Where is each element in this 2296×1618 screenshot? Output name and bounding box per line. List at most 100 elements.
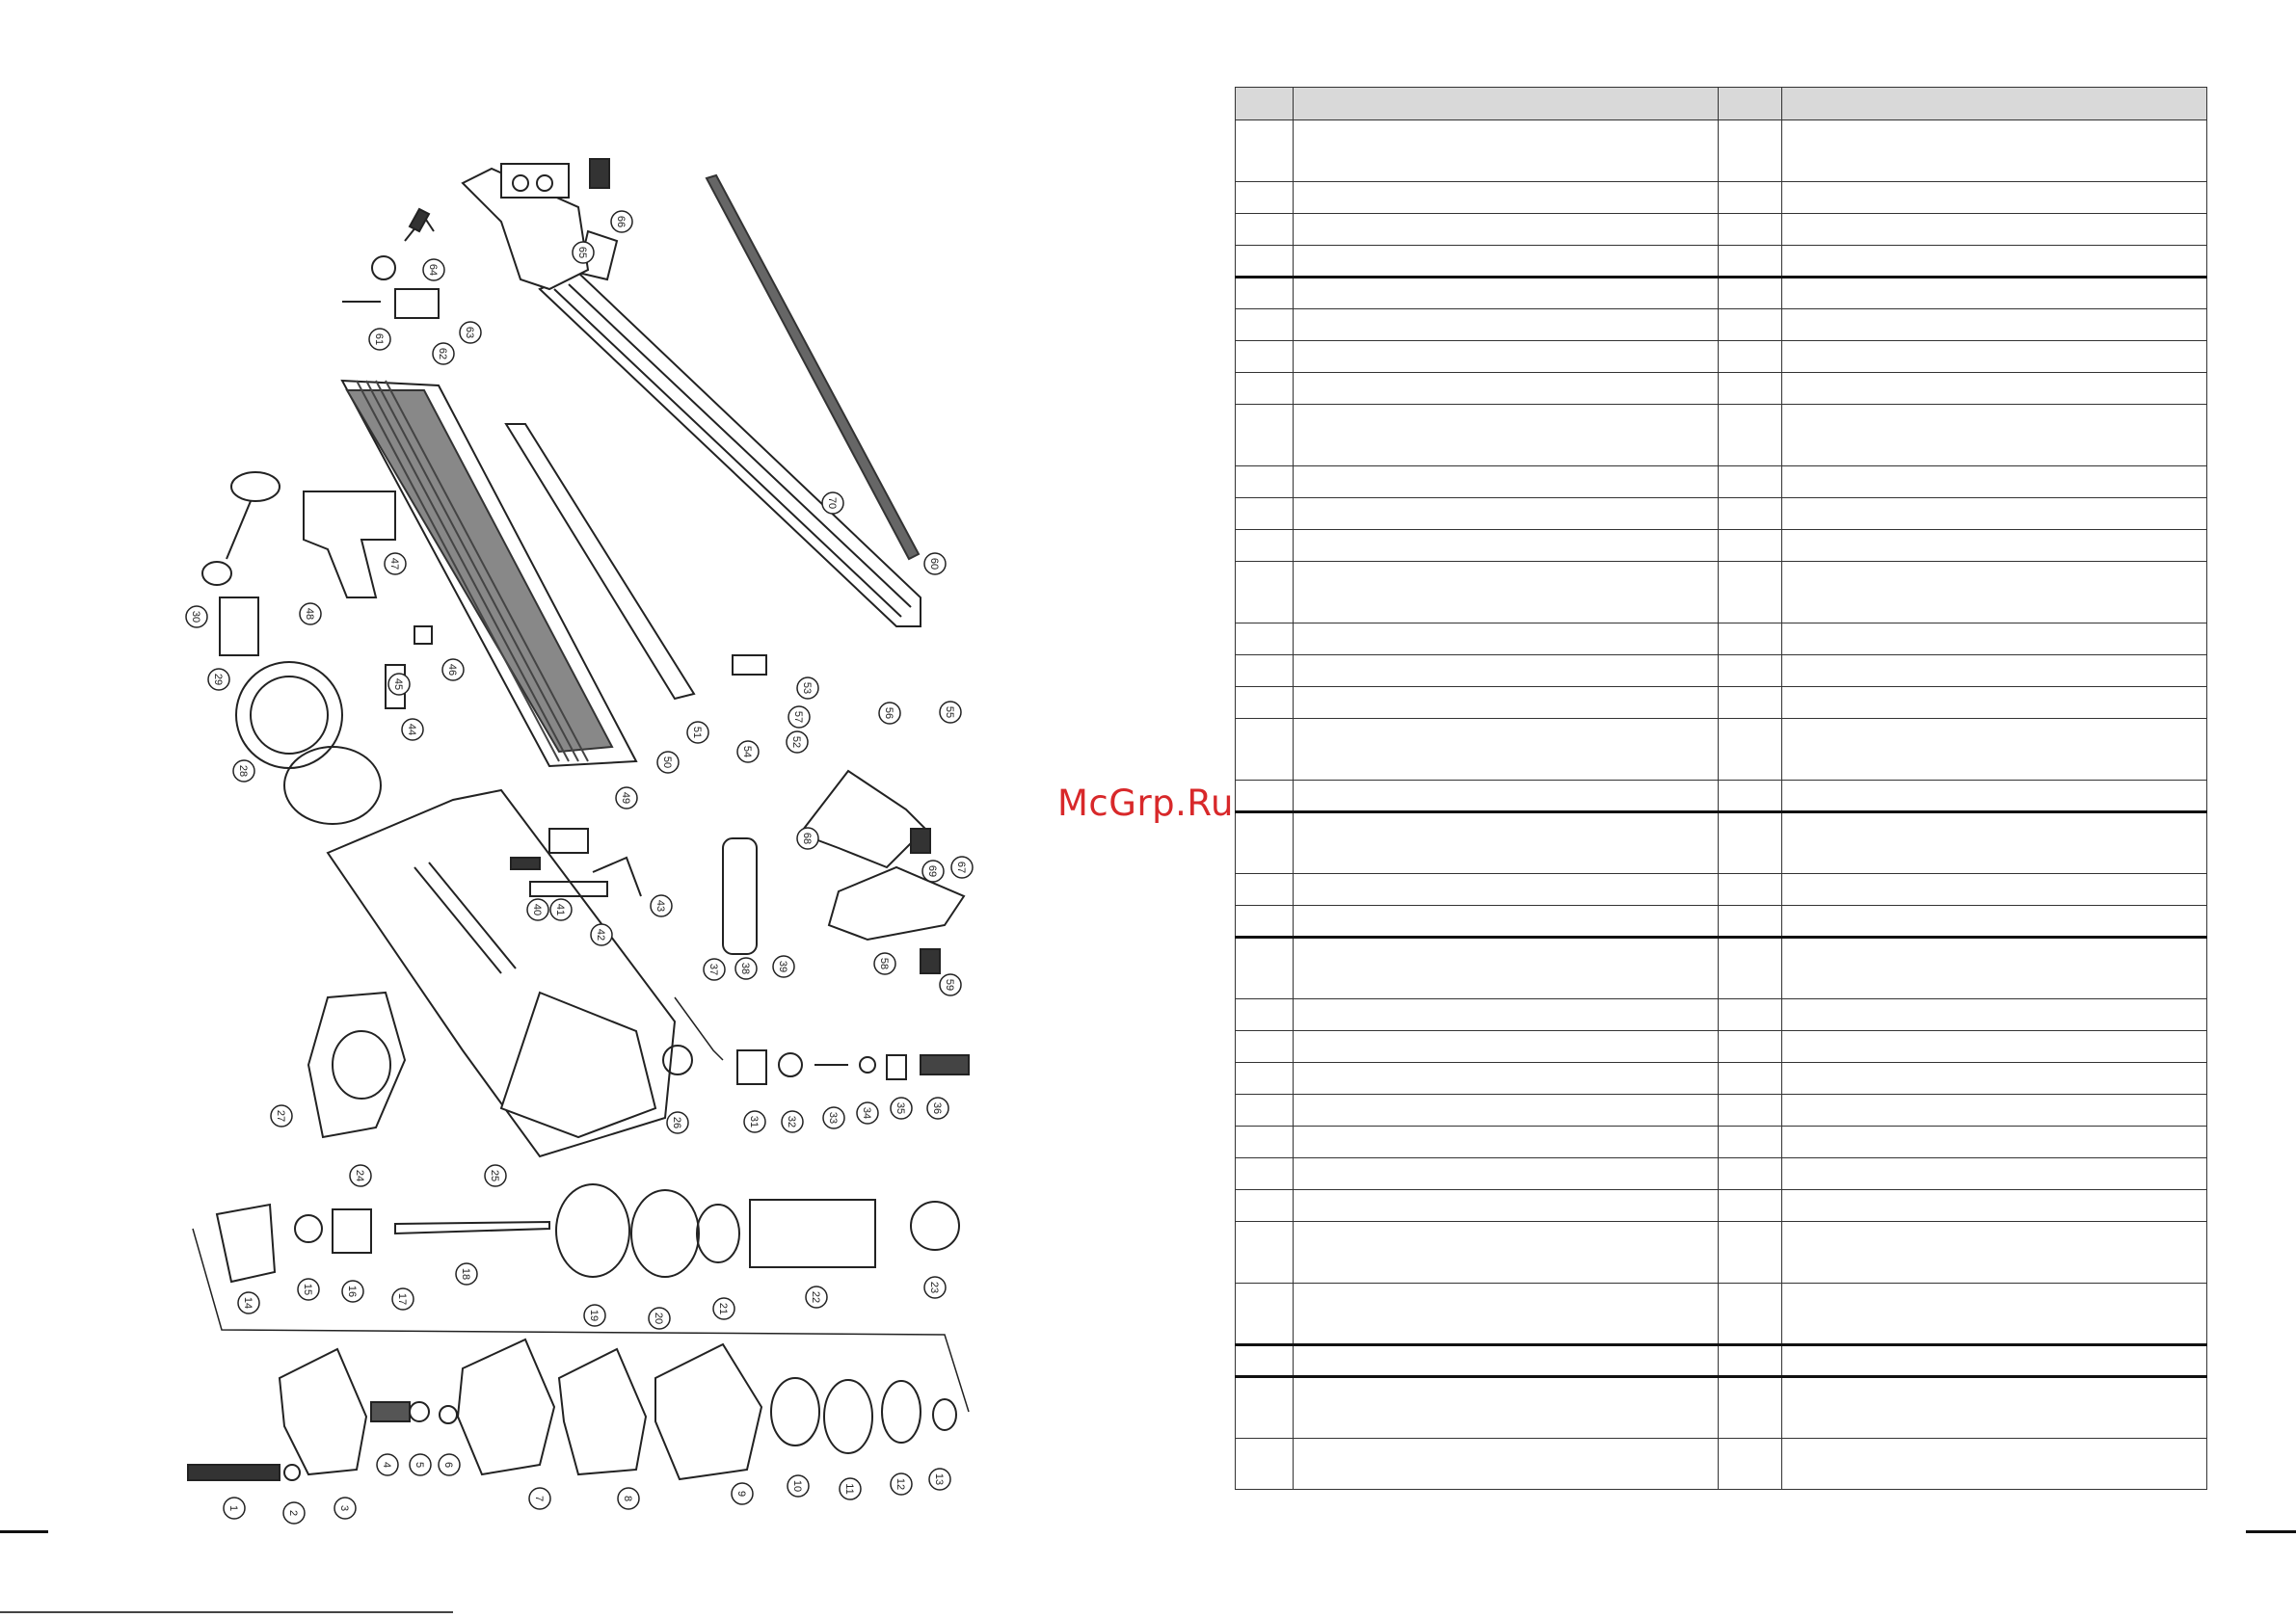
callout-number: 37: [707, 964, 719, 975]
callout-circle: [788, 705, 811, 729]
table-cell: [1293, 937, 1719, 999]
table-cell: [1293, 1221, 1719, 1284]
table-cell: [1235, 529, 1294, 562]
table-cell: [1293, 404, 1719, 466]
callout-number: 67: [955, 862, 967, 873]
callout-circle: [459, 321, 482, 344]
table-cell: [1781, 404, 2207, 466]
table-cell: [1781, 686, 2207, 719]
table-row: [1235, 245, 2207, 279]
callout-circle: [232, 759, 255, 782]
callout-number: 3: [338, 1505, 350, 1511]
table-cell: [1781, 718, 2207, 781]
table-row: [1235, 654, 2207, 687]
table-cell: [1235, 1376, 1294, 1439]
table-row: [1235, 497, 2207, 530]
table-row: [1235, 1094, 2207, 1127]
table-cell: [1293, 1094, 1719, 1127]
table-cell: [1293, 340, 1719, 373]
table-cell: [1718, 623, 1782, 655]
table-cell: [1718, 937, 1782, 999]
table-row: [1235, 529, 2207, 562]
table-cell: [1718, 718, 1782, 781]
cylinder-row: [215, 1183, 960, 1284]
table-cell: [1235, 1283, 1294, 1346]
table-cell: [1781, 213, 2207, 246]
table-cell: [1235, 1189, 1294, 1222]
table-cell: [1235, 873, 1294, 906]
table-cell: [1781, 780, 2207, 813]
table-cell: [1235, 905, 1294, 939]
table-cell: [1293, 277, 1719, 309]
callout-number: 53: [801, 682, 813, 694]
table-row: [1235, 1376, 2207, 1439]
nose-assembly: [510, 769, 966, 974]
callout-number: 25: [489, 1170, 500, 1181]
callout-number: 20: [653, 1313, 664, 1324]
table-cell: [1293, 372, 1719, 405]
callout-circle: [796, 676, 819, 700]
table-cell: [1718, 465, 1782, 498]
header-cell: [1293, 87, 1719, 120]
callout-number: 34: [861, 1107, 872, 1119]
table-cell: [1781, 1376, 2207, 1439]
table-cell: [1235, 811, 1294, 874]
callout-number: 61: [373, 333, 385, 345]
table-row: [1235, 1126, 2207, 1158]
table-cell: [1235, 1438, 1294, 1490]
table-cell: [1235, 340, 1294, 373]
table-row: [1235, 1221, 2207, 1284]
callout-circle: [736, 740, 760, 763]
callout-number: 10: [791, 1480, 803, 1492]
callout-circle: [805, 1286, 828, 1309]
footer-rule: [0, 1611, 453, 1613]
table-row: [1235, 213, 2207, 246]
table-cell: [1293, 623, 1719, 655]
table-cell: [1781, 277, 2207, 309]
table-cell: [1718, 1062, 1782, 1095]
table-cell: [1718, 497, 1782, 530]
callout-number: 6: [442, 1462, 454, 1468]
table-cell: [1781, 340, 2207, 373]
callout-circle: [376, 1453, 399, 1476]
callout-circle: [787, 1474, 810, 1498]
callout-number: 2: [287, 1510, 299, 1516]
callout-number: 13: [933, 1473, 945, 1485]
table-cell: [1718, 529, 1782, 562]
parts-table: [1235, 87, 2207, 1490]
table-cell: [1293, 1189, 1719, 1222]
table-row: [1235, 372, 2207, 405]
callout-number: 35: [894, 1102, 906, 1114]
callout-number: 15: [302, 1284, 313, 1295]
table-cell: [1718, 1157, 1782, 1190]
table-cell: [1781, 1221, 2207, 1284]
side-plate: [504, 423, 696, 701]
callout-number: 29: [212, 674, 224, 685]
table-cell: [1235, 937, 1294, 999]
table-cell: [1293, 905, 1719, 939]
table-cell: [1293, 1283, 1719, 1346]
callout-circle: [926, 1097, 949, 1120]
table-cell: [1293, 465, 1719, 498]
table-cell: [1718, 1126, 1782, 1158]
table-row: [1235, 998, 2207, 1031]
table-row: [1235, 873, 2207, 906]
callout-number: 55: [944, 706, 955, 718]
callout-number: 23: [928, 1282, 940, 1293]
table-cell: [1235, 497, 1294, 530]
callout-circle: [282, 1501, 306, 1525]
table-cell: [1293, 497, 1719, 530]
table-cell: [1235, 1221, 1294, 1284]
table-header-row: [1235, 87, 2207, 120]
table-row: [1235, 119, 2207, 182]
gasket: [307, 991, 407, 1139]
table-cell: [1781, 308, 2207, 341]
table-cell: [1235, 654, 1294, 687]
table-cell: [1293, 718, 1719, 781]
table-row: [1235, 181, 2207, 214]
table-cell: [1781, 937, 2207, 999]
callout-number: 50: [661, 756, 673, 768]
table-cell: [1293, 1030, 1719, 1063]
table-cell: [1781, 1062, 2207, 1095]
table-cell: [1781, 1344, 2207, 1378]
